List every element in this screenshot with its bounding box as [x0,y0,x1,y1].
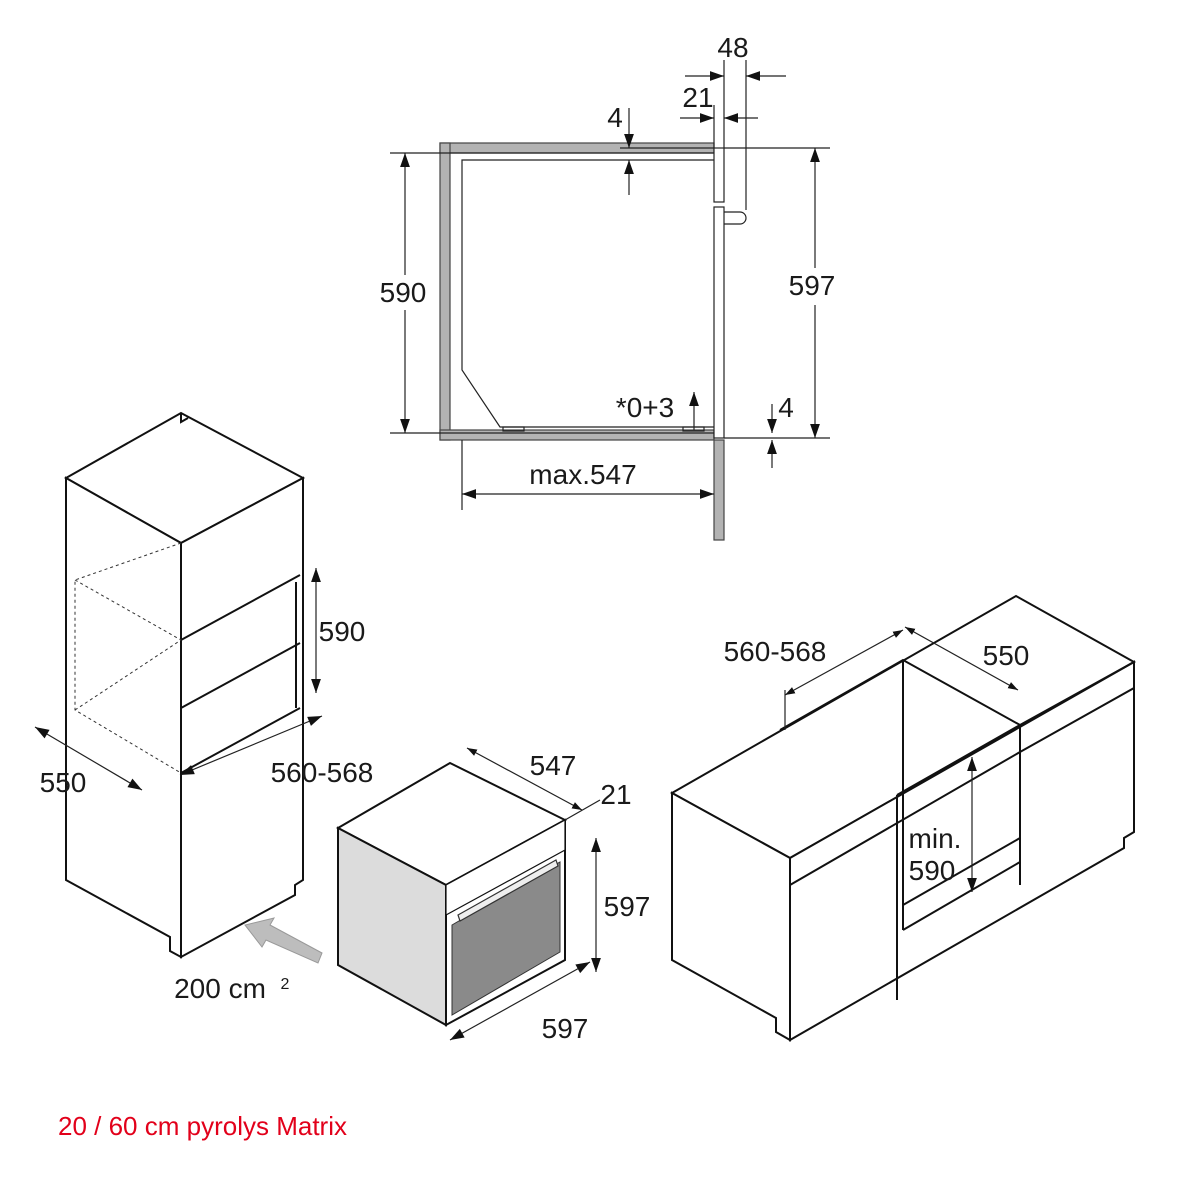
oven-control-panel [445,818,566,917]
min-label: min. [909,823,962,854]
dim-line-550 [904,626,1019,691]
oven-handle [457,859,559,922]
dim-597-height-label: 597 [604,891,651,922]
dim-597-width-label: 597 [542,1013,589,1044]
dim-line-560-568 [784,629,904,696]
dim-597-label: 597 [789,270,836,301]
oven-body-outline [461,159,714,428]
dim-line-547 [466,747,583,811]
oven: 547 21 597 597 [335,747,651,1044]
dim-550-label: 550 [983,640,1030,671]
worktop-cutout [779,658,1135,1000]
dim-4-bottom-label: 4 [778,392,794,423]
airflow-arrow-icon [244,917,323,964]
caption: 20 / 60 cm pyrolys Matrix [58,1111,347,1141]
tall-cabinet: 590 550 560-568 200 cm 2 [34,411,374,1004]
door-handle [724,211,747,225]
dashed-oven-outline [74,542,182,774]
dim-max547-label: max.547 [529,459,636,490]
dim-21-label: 21 [600,779,631,810]
dim-21-label: 21 [682,82,713,113]
dim-590-label: 590 [319,616,366,647]
dim-560-568-label: 560-568 [724,636,827,667]
dim-0-3-label: *0+3 [616,392,674,423]
dim-560-568-label: 560-568 [271,757,374,788]
dim-4-top-label: 4 [607,102,623,133]
dim-550-label: 550 [40,767,87,798]
extension-lines [390,60,830,510]
dim-590-label: 590 [380,277,427,308]
dim-547-label: 547 [530,750,577,781]
dim-590-label: 590 [909,855,956,886]
cabinet-frame [439,142,725,541]
dim-line-597-width [449,961,591,1041]
dim-line-550 [34,726,143,791]
base-cabinet: 560-568 550 min. 590 [669,594,1137,1042]
section-view: 590 597 48 21 4 *0+3 4 max.547 [380,32,836,541]
dim-line-560-568 [179,715,323,776]
dim-line-21 [564,799,601,821]
ventilation-superscript: 2 [281,976,290,993]
dim-48-label: 48 [717,32,748,63]
ventilation-label: 200 cm [174,973,266,1004]
oven-door [713,147,725,439]
